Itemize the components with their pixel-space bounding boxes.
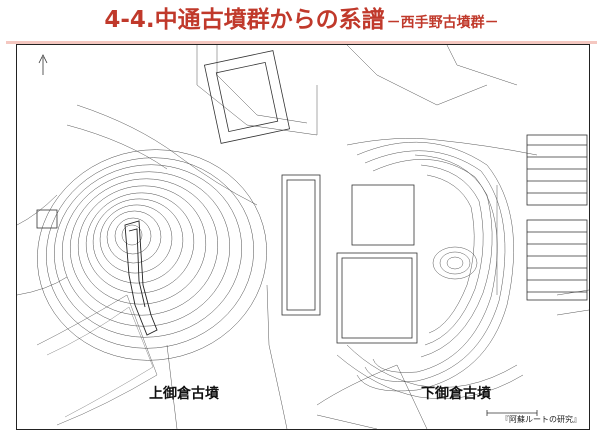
title-underline: [6, 41, 597, 44]
shimomikura-kofun-label: 下御倉古墳: [421, 386, 491, 402]
kamimikura-kofun-label: 上御倉古墳: [149, 386, 219, 402]
survey-map: 上御倉古墳 下御倉古墳 『阿蘇ルートの研究』: [16, 44, 590, 430]
source-citation: 『阿蘇ルートの研究』: [501, 415, 581, 424]
title-sub: －西手野古墳群－: [386, 15, 499, 31]
slide-title: 4-4.中通古墳群からの系譜－西手野古墳群－: [0, 0, 603, 42]
title-main: 4-4.中通古墳群からの系譜: [104, 7, 385, 33]
contour-map-drawing: [17, 45, 589, 429]
